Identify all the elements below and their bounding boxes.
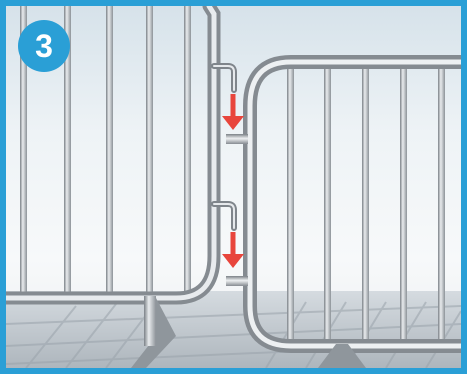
upper-hinge-socket	[226, 134, 248, 144]
step-number-badge: 3	[18, 20, 70, 72]
lower-hinge-socket	[226, 276, 248, 286]
barrier-installation-illustration	[6, 6, 461, 368]
